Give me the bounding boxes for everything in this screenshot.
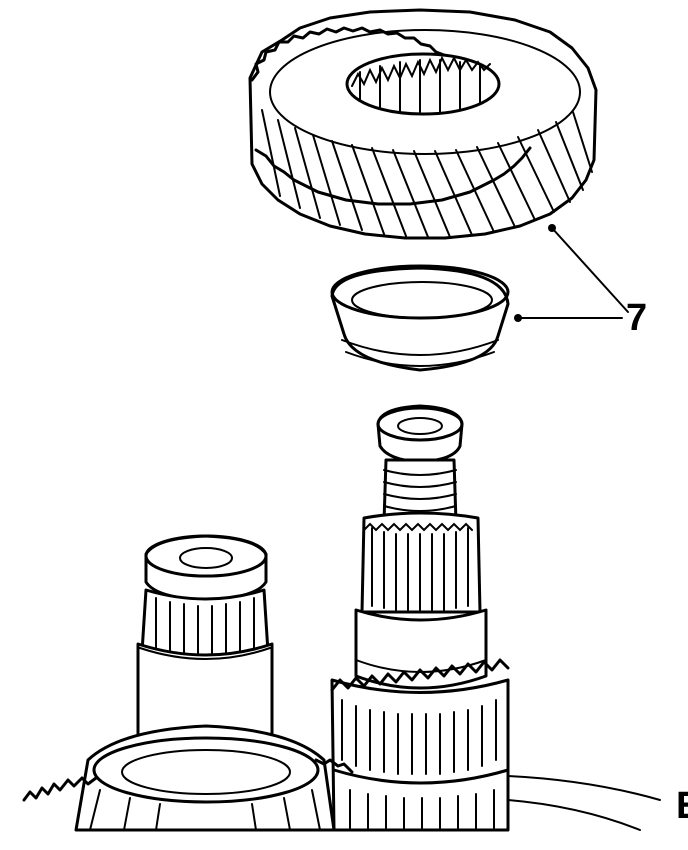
edge-fragment-label: E (676, 785, 688, 827)
callout-label-7: 7 (626, 297, 647, 339)
callout-7: 7 (514, 224, 647, 339)
background-lines: E (507, 775, 688, 831)
main-shaft (330, 404, 510, 832)
counter-shaft (22, 534, 354, 832)
gear-helical-teeth (254, 109, 593, 238)
gear-splined-bore (345, 52, 501, 116)
helical-gear (248, 8, 598, 240)
synchronizer-ring (330, 264, 510, 372)
